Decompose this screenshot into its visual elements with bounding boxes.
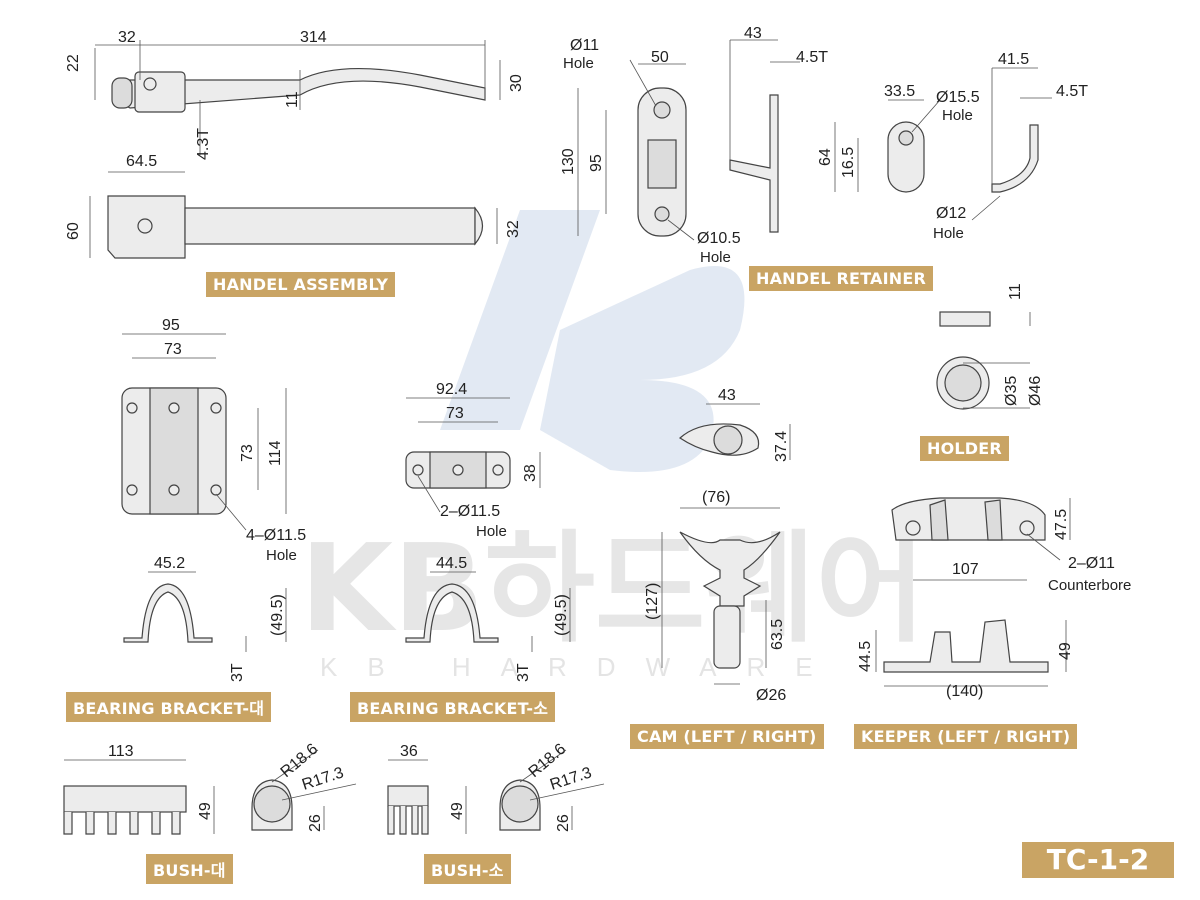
dim-38: 38 bbox=[522, 464, 539, 482]
dim-35: Ø35 bbox=[1003, 376, 1020, 406]
dim-41-5: 41.5 bbox=[998, 51, 1029, 68]
dim-37-4: 37.4 bbox=[773, 431, 790, 462]
note-hole-10-5: Hole bbox=[700, 249, 731, 266]
dim-3t-small: 3T bbox=[515, 663, 532, 682]
dim-92-4: 92.4 bbox=[436, 381, 467, 398]
dim-46: Ø46 bbox=[1027, 376, 1044, 406]
watermark-brand-korean: KB하드웨어 bbox=[300, 520, 926, 659]
dim-47-5: 47.5 bbox=[1053, 509, 1070, 540]
label-handel-retainer: HANDEL RETAINER bbox=[749, 266, 934, 291]
dim-64: 64 bbox=[817, 148, 834, 166]
label-cam: CAM (LEFT / RIGHT) bbox=[630, 724, 824, 749]
dim-60: 60 bbox=[65, 222, 82, 240]
dim-49-5-small: (49.5) bbox=[553, 594, 570, 636]
dim-113: 113 bbox=[108, 743, 134, 760]
handel-retainer-drawing: Ø11 Hole 50 130 95 Ø10.5 Hole 43 4.5T 33… bbox=[560, 25, 1088, 266]
watermark-brand-english: KB HARDWARE bbox=[320, 652, 843, 682]
dim-49-bush-small: 49 bbox=[449, 802, 466, 820]
bush-small-drawing: 36 49 R18.6 R17.3 26 bbox=[387, 741, 605, 835]
dim-26-small: 26 bbox=[555, 814, 572, 832]
note-hole-12: Hole bbox=[933, 225, 964, 242]
cam-drawing: (76) (127) 63.5 Ø26 bbox=[644, 489, 786, 704]
handel-assembly-drawing: 22 32 314 30 11 4.3T 64.5 60 32 bbox=[65, 29, 525, 259]
label-handel-assembly: HANDEL ASSEMBLY bbox=[206, 272, 396, 297]
dim-hole-12: Ø12 bbox=[936, 205, 966, 222]
dim-33-5: 33.5 bbox=[884, 83, 915, 100]
dim-44-5: 44.5 bbox=[857, 641, 874, 672]
dim-95: 95 bbox=[588, 154, 605, 172]
dim-26: Ø26 bbox=[756, 687, 786, 704]
dim-4-5t: 4.5T bbox=[796, 49, 828, 66]
dim-22: 22 bbox=[65, 54, 82, 72]
dim-32: 32 bbox=[118, 29, 136, 46]
note-counterbore: Counterbore bbox=[1048, 577, 1131, 594]
dim-49-5-large: (49.5) bbox=[269, 594, 286, 636]
dim-hole-15-5: Ø15.5 bbox=[936, 89, 980, 106]
dim-11: 11 bbox=[284, 91, 301, 108]
dim-73-block: 73 bbox=[446, 405, 464, 422]
dim-107: 107 bbox=[952, 561, 979, 578]
note-hole-2x11-5: Hole bbox=[476, 523, 507, 540]
label-bearing-bracket-small: BEARING BRACKET-소 bbox=[350, 692, 556, 722]
label-bush-large: BUSH-대 bbox=[146, 854, 233, 884]
dim-76: (76) bbox=[702, 489, 730, 506]
dim-hole-2x11-5: 2–Ø11.5 bbox=[440, 503, 500, 520]
label-holder: HOLDER bbox=[920, 436, 1009, 461]
dim-43-cam: 43 bbox=[718, 387, 736, 404]
dim-hole-4x11-5: 4–Ø11.5 bbox=[246, 527, 306, 544]
dim-49-keeper: 49 bbox=[1057, 642, 1074, 660]
dim-95-plate: 95 bbox=[162, 317, 180, 334]
dim-314: 314 bbox=[300, 29, 327, 46]
dim-130: 130 bbox=[560, 148, 577, 175]
dim-49-bush-large: 49 bbox=[197, 802, 214, 820]
dim-64-5: 64.5 bbox=[126, 153, 157, 170]
dim-43: 43 bbox=[744, 25, 762, 42]
dim-32b: 32 bbox=[505, 220, 522, 238]
note-hole-15-5: Hole bbox=[942, 107, 973, 124]
kb-logo-mark bbox=[440, 210, 745, 472]
sheet-code-badge: TC-1-2 bbox=[1022, 842, 1174, 878]
dim-16-5: 16.5 bbox=[840, 147, 857, 178]
dim-114: 114 bbox=[267, 440, 284, 466]
bearing-bracket-small-drawing: 44.5 (49.5) 3T bbox=[405, 555, 571, 682]
cam-top-drawing: 43 37.4 bbox=[679, 387, 791, 462]
dim-36: 36 bbox=[400, 743, 418, 760]
label-keeper: KEEPER (LEFT / RIGHT) bbox=[854, 724, 1078, 749]
dim-4-5t-b: 4.5T bbox=[1056, 83, 1088, 100]
bearing-bracket-large-drawing: 45.2 (49.5) 3T bbox=[123, 555, 287, 682]
dim-73-plate: 73 bbox=[164, 341, 182, 358]
dim-hole-10-5: Ø10.5 bbox=[697, 230, 741, 247]
dim-30: 30 bbox=[508, 74, 525, 92]
dim-4-3t: 4.3T bbox=[195, 128, 212, 160]
note-hole-4x11-5: Hole bbox=[266, 547, 297, 564]
note-hole-11: Hole bbox=[563, 55, 594, 72]
dim-127: (127) bbox=[644, 583, 661, 620]
dim-44-5-small: 44.5 bbox=[436, 555, 467, 572]
dim-hole-11: Ø11 bbox=[570, 37, 599, 54]
dim-140: (140) bbox=[946, 683, 983, 700]
dim-45-2: 45.2 bbox=[154, 555, 185, 572]
dim-r17-3-small: R17.3 bbox=[548, 764, 594, 793]
dim-11-holder: 11 bbox=[1007, 283, 1024, 300]
bearing-plate-drawing: 95 73 73 114 4–Ø11.5 Hole bbox=[121, 317, 306, 564]
dim-50: 50 bbox=[651, 49, 669, 66]
watermark: KB하드웨어 KB HARDWARE bbox=[300, 210, 926, 682]
dim-73-plate-v: 73 bbox=[239, 444, 256, 462]
label-bush-small: BUSH-소 bbox=[424, 854, 511, 884]
dim-hole-2x11: 2–Ø11 bbox=[1068, 555, 1115, 572]
bearing-block-drawing: 92.4 73 38 2–Ø11.5 Hole bbox=[405, 381, 541, 540]
dim-26-large: 26 bbox=[307, 814, 324, 832]
bush-large-drawing: 113 49 R18.6 R17.3 26 bbox=[63, 741, 357, 835]
label-bearing-bracket-large: BEARING BRACKET-대 bbox=[66, 692, 272, 722]
dim-r17-3-large: R17.3 bbox=[300, 764, 346, 793]
dim-3t-large: 3T bbox=[229, 663, 246, 682]
dim-63-5: 63.5 bbox=[769, 619, 786, 650]
keeper-drawing: 47.5 107 2–Ø11 Counterbore 44.5 49 (140) bbox=[857, 497, 1131, 700]
holder-drawing: 11 Ø35 Ø46 bbox=[936, 283, 1044, 410]
